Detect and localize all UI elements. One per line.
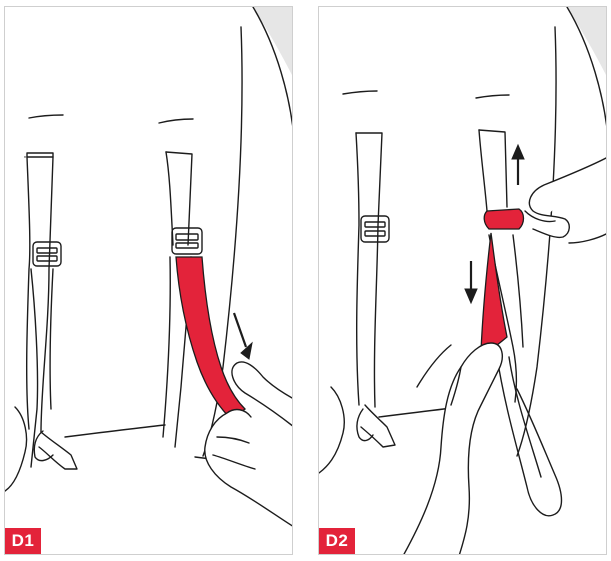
illustration-d1 bbox=[5, 7, 293, 555]
seam-line bbox=[343, 91, 377, 94]
buckle-icon bbox=[172, 228, 202, 254]
illustration-d2 bbox=[319, 7, 607, 555]
red-strap-tip bbox=[484, 209, 523, 229]
seam-line bbox=[476, 95, 509, 98]
arrow-up-icon bbox=[512, 145, 524, 185]
step-badge: D1 bbox=[5, 528, 41, 554]
arrow-down-icon bbox=[234, 313, 252, 359]
step-badge: D2 bbox=[319, 528, 355, 554]
backpack-side-outline bbox=[517, 27, 556, 456]
left-strap bbox=[27, 157, 53, 432]
buckle-icon bbox=[361, 216, 389, 242]
step-panel-d1: D1 bbox=[4, 6, 293, 555]
buckle-icon bbox=[33, 242, 61, 266]
arrow-down-icon bbox=[465, 261, 477, 303]
red-strap-tail bbox=[481, 233, 507, 351]
seam-line bbox=[29, 115, 63, 118]
hand-icon bbox=[529, 157, 607, 243]
seam-line bbox=[159, 119, 193, 123]
left-strap bbox=[356, 133, 382, 407]
step-panel-d2: D2 bbox=[318, 6, 607, 555]
red-strap-tail bbox=[176, 257, 245, 419]
